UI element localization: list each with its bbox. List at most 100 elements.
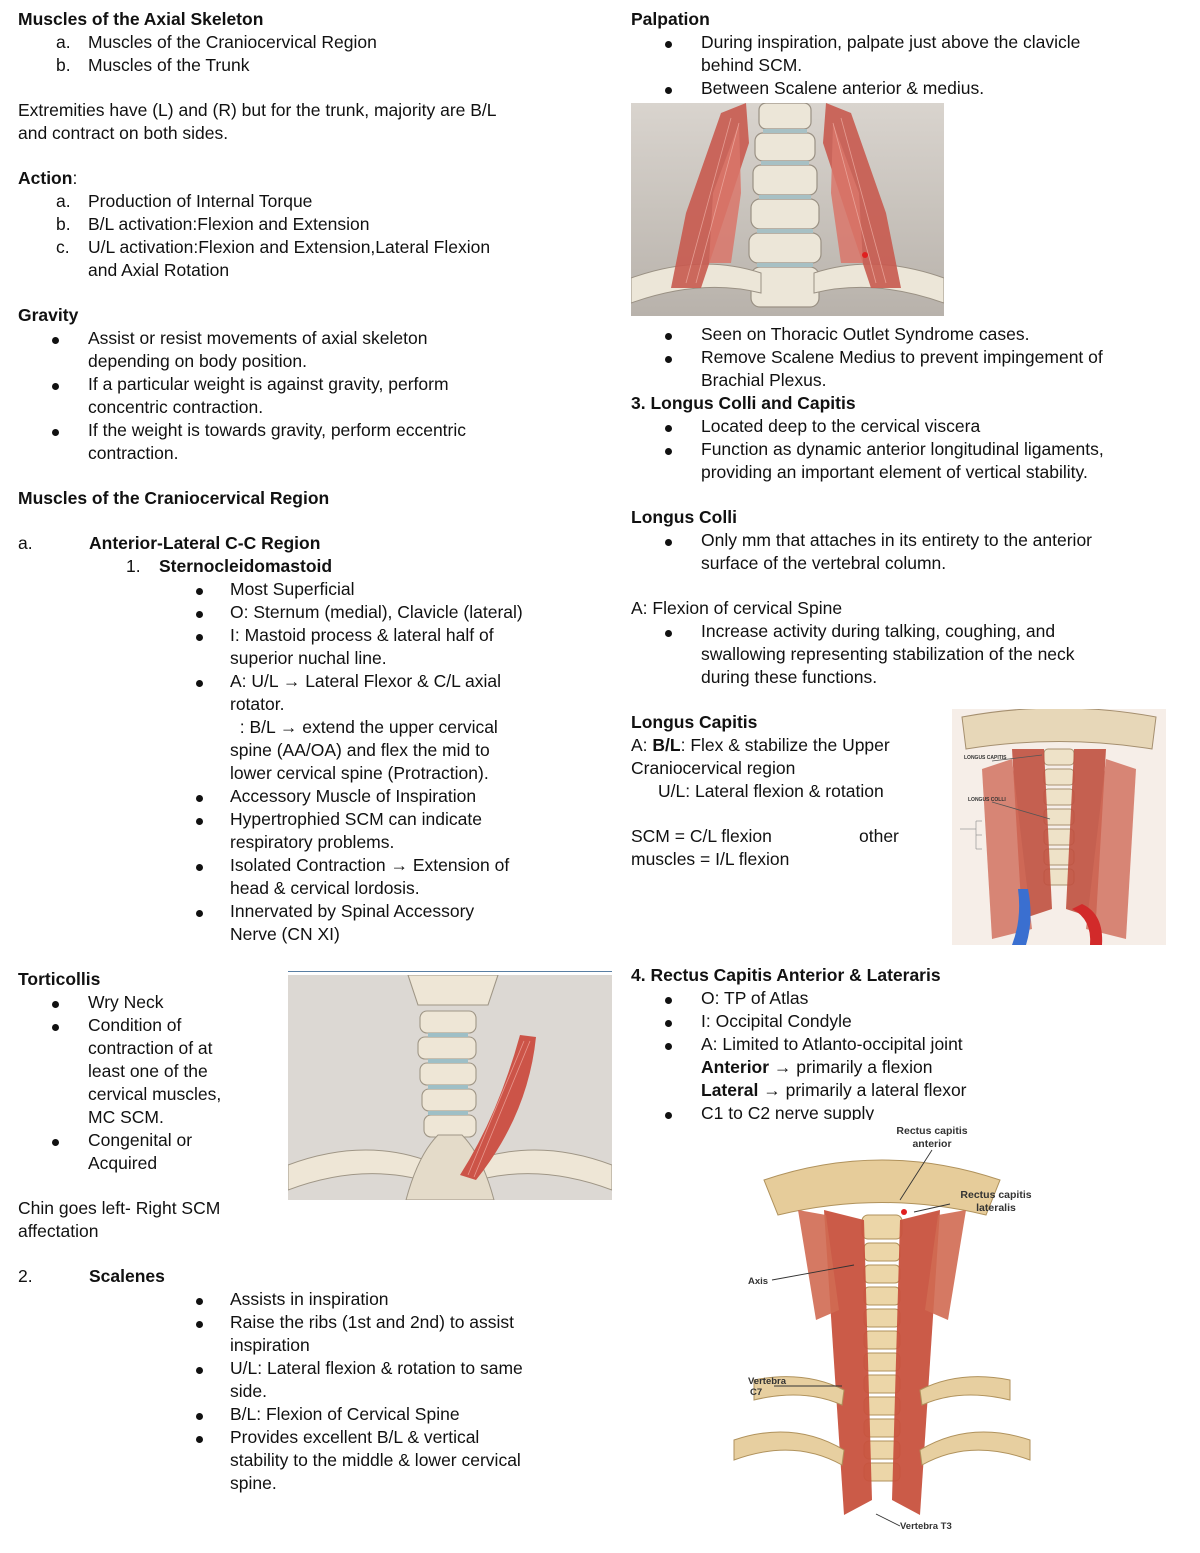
page-title: Muscles of the Axial Skeleton (18, 9, 264, 29)
list-item: Accessory Muscle of Inspiration (18, 785, 608, 808)
list-item: Seen on Thoracic Outlet Syndrome cases. (631, 323, 1191, 346)
section-heading-palpation: Palpation (631, 9, 710, 29)
figure-label: Vertebra (748, 1376, 787, 1387)
bullet-icon (665, 1043, 672, 1050)
rectus-capitis-image: Rectus capitis anterior Rectus capitis l… (724, 1120, 1040, 1530)
list-item: b.B/L activation:Flexion and Extension (56, 214, 370, 234)
subsection-heading: a.Anterior-Lateral C-C Region (18, 533, 321, 553)
bullet-icon (196, 910, 203, 917)
section-heading-longus-capitis: Longus Capitis (631, 712, 758, 732)
list-item: Function as dynamic anterior longitudina… (631, 438, 1191, 484)
list-item: O: TP of Atlas (631, 987, 1191, 1010)
bullet-icon (665, 425, 672, 432)
bullet-icon (52, 429, 59, 436)
bullet-icon (665, 630, 672, 637)
list-item: Wry Neck (18, 991, 608, 1014)
figure-label: Rectus capitis (896, 1125, 967, 1137)
figure-label: Vertebra T3 (900, 1521, 952, 1530)
paragraph: Craniocervical region (631, 758, 796, 778)
bullet-icon (196, 795, 203, 802)
bullet-icon (196, 1436, 203, 1443)
paragraph: Chin goes left- Right SCM (18, 1198, 221, 1218)
bullet-icon (196, 611, 203, 618)
bullet-icon (196, 634, 203, 641)
figure-label: lateralis (976, 1202, 1016, 1214)
section-heading-gravity: Gravity (18, 305, 79, 325)
paragraph: affectation (18, 1221, 99, 1241)
section-heading-craniocervical: Muscles of the Craniocervical Region (18, 488, 330, 508)
paragraph: A: Flexion of cervical Spine (631, 598, 843, 618)
bullet-icon (665, 87, 672, 94)
left-column: Muscles of the Axial Skeleton a.Muscles … (18, 8, 608, 1495)
list-item: Assist or resist movements of axial skel… (18, 327, 608, 373)
list-item: If the weight is towards gravity, perfor… (18, 419, 608, 465)
scalene-palpation-image (631, 103, 944, 316)
bullet-icon (665, 1020, 672, 1027)
list-item: b.Muscles of the Trunk (56, 55, 250, 75)
figure-label: LONGUS CAPITIS (964, 755, 1007, 761)
bullet-icon (52, 1024, 59, 1031)
list-item: Most Superficial (18, 578, 608, 601)
bullet-icon (665, 356, 672, 363)
list-item: a.Muscles of the Craniocervical Region (56, 32, 377, 52)
bullet-icon (196, 864, 203, 871)
subsection-heading: 2.Scalenes (18, 1266, 165, 1286)
divider (288, 971, 612, 972)
list-item: Located deep to the cervical viscera (631, 415, 1191, 438)
torticollis-scm-image (288, 975, 612, 1200)
section-heading-longus: 3. Longus Colli and Capitis (631, 393, 856, 413)
bullet-icon (196, 680, 203, 687)
bullet-icon (52, 337, 59, 344)
bullet-icon (196, 818, 203, 825)
figure-label: anterior (912, 1138, 951, 1150)
bullet-icon (196, 1298, 203, 1305)
section-heading-action: Action: (18, 168, 78, 188)
right-column: Palpation During inspiration, palpate ju… (631, 8, 1191, 1125)
paragraph: muscles = I/L flexion (631, 849, 790, 869)
bullet-icon (665, 539, 672, 546)
bullet-icon (196, 1321, 203, 1328)
section-heading-rectus: 4. Rectus Capitis Anterior & Lateraris (631, 965, 941, 985)
list-item: I: Occipital Condyle (631, 1010, 1191, 1033)
bullet-icon (52, 1001, 59, 1008)
list-item: c.U/L activation:Flexion and Extension,L… (56, 237, 491, 280)
bullet-icon (665, 333, 672, 340)
bullet-icon (196, 1413, 203, 1420)
bullet-icon (665, 997, 672, 1004)
list-item: Only mm that attaches in its entirety to… (631, 529, 1191, 575)
list-item: Increase activity during talking, coughi… (631, 620, 1191, 689)
section-heading-torticollis: Torticollis (18, 969, 101, 989)
figure-label: Rectus capitis (960, 1189, 1031, 1201)
bullet-icon (665, 1112, 672, 1119)
bullet-icon (196, 1367, 203, 1374)
list-item: Between Scalene anterior & medius. (631, 77, 1191, 100)
paragraph: U/L: Lateral flexion & rotation (658, 781, 884, 801)
figure-label: C7 (750, 1387, 762, 1398)
subsection-heading: 1.Sternocleidomastoid (126, 556, 333, 576)
figure-label: LONGUS COLLI (968, 797, 1006, 803)
list-item: a.Production of Internal Torque (56, 191, 313, 211)
section-heading-longus-colli: Longus Colli (631, 507, 737, 527)
figure-label: Axis (748, 1276, 768, 1287)
paragraph: Extremities have (L) and (R) but for the… (18, 100, 497, 120)
list-item: B/L: Flexion of Cervical Spine (18, 1403, 608, 1426)
bullet-icon (665, 448, 672, 455)
longus-colli-capitis-image: LONGUS CAPITIS LONGUS COLLI (952, 709, 1166, 945)
list-item: Assists in inspiration (18, 1288, 608, 1311)
bullet-icon (196, 588, 203, 595)
bullet-icon (665, 41, 672, 48)
list-item: O: Sternum (medial), Clavicle (lateral) (18, 601, 608, 624)
bullet-icon (52, 383, 59, 390)
paragraph: and contract on both sides. (18, 123, 229, 143)
